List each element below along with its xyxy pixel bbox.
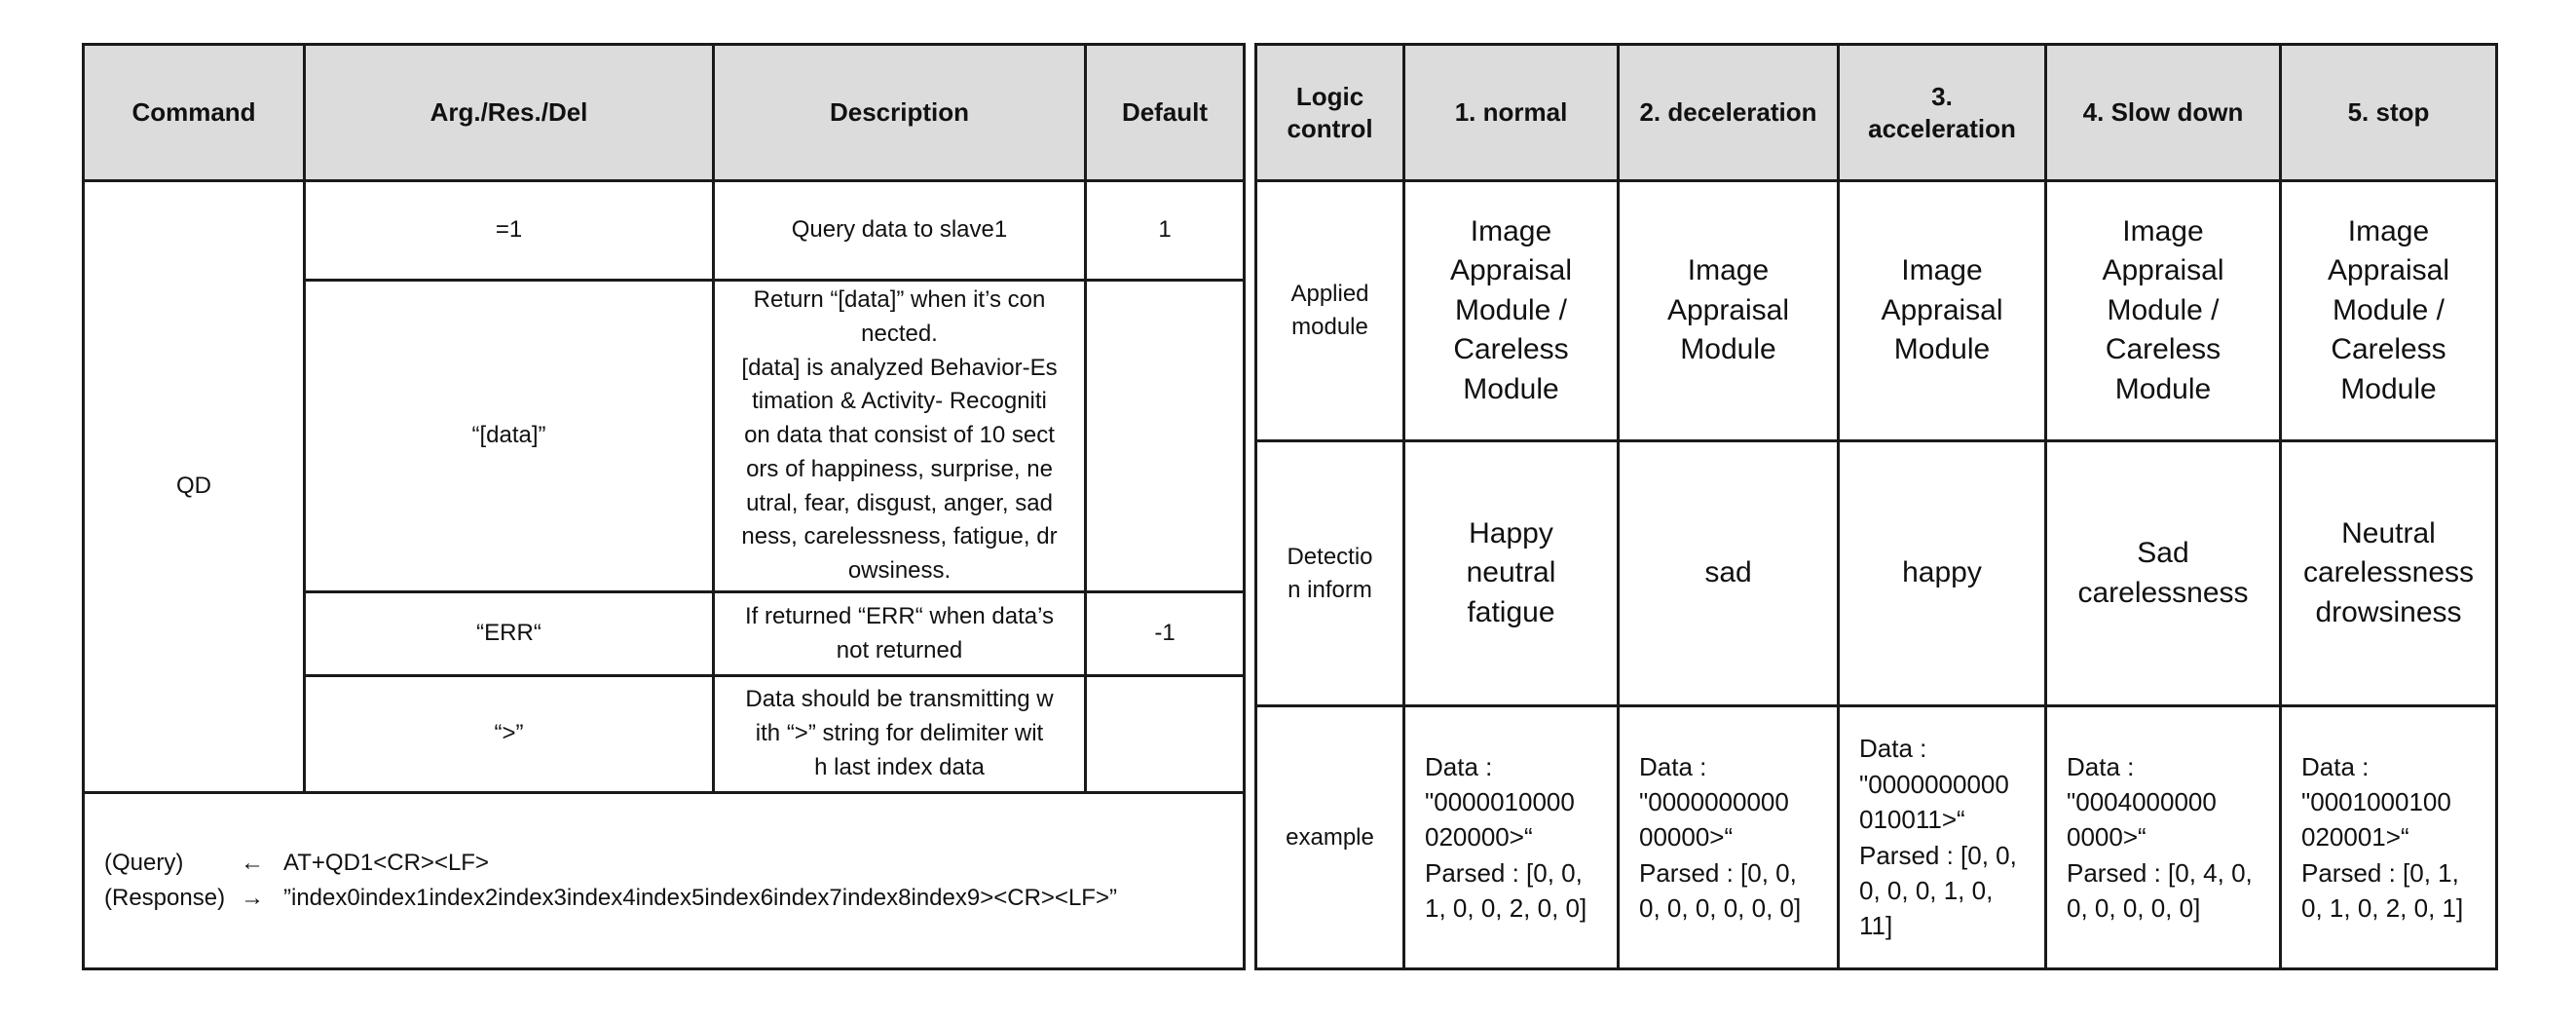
applied-module-cell: Image Appraisal Module / Careless Module [2044, 179, 2282, 442]
row-label-applied-module: Applied module [1254, 179, 1405, 442]
example-cell: Data : "0000000000 010011>“ Parsed : [0,… [1837, 704, 2047, 970]
row-label-detection-inform: Detectio n inform [1254, 439, 1405, 707]
default-cell [1084, 279, 1246, 593]
header-arg: Arg./Res./Del [303, 43, 715, 182]
query-line: (Query) ← AT+QD1<CR><LF> [104, 846, 1243, 881]
table-row: Detectio n inform Happy neutral fatigue … [1254, 439, 2498, 707]
header-default: Default [1084, 43, 1246, 182]
query-label: (Query) [104, 850, 184, 876]
header-logic-control: Logic control [1254, 43, 1405, 182]
header-slow-down: 4. Slow down [2044, 43, 2282, 182]
applied-module-cell: Image Appraisal Module / Careless Module [2279, 179, 2498, 442]
example-cell: Data : "0000010000 020000>“ Parsed : [0,… [1402, 704, 1620, 970]
table-row: QD =1 Query data to slave1 1 [82, 179, 1246, 794]
table-row: “>” Data should be transmitting w ith “>… [84, 674, 1246, 794]
header-command: Command [82, 43, 306, 182]
default-cell: -1 [1084, 590, 1246, 677]
detection-cell: Sad carelessness [2044, 439, 2282, 707]
header-stop: 5. stop [2279, 43, 2498, 182]
table-row: “[data]” Return “[data]” when it’s con n… [84, 279, 1246, 593]
query-text: AT+QD1<CR><LF> [283, 850, 489, 876]
table-row: example Data : "0000010000 020000>“ Pars… [1254, 704, 2498, 970]
applied-module-cell: Image Appraisal Module / Careless Module [1402, 179, 1620, 442]
response-text: ”index0index1index2index3index4index5ind… [283, 885, 1117, 911]
description-cell: Return “[data]” when it’s con nected. [d… [712, 279, 1087, 593]
command-table: Command Arg./Res./Del Description Defaul… [82, 43, 1246, 970]
header-description: Description [712, 43, 1087, 182]
description-cell: Query data to slave1 [712, 179, 1087, 282]
example-cell: Data : "0000000000 00000>“ Parsed : [0, … [1617, 704, 1840, 970]
table-row: Applied module Image Appraisal Module / … [1254, 179, 2498, 442]
response-line: (Response) → ”index0index1index2index3in… [104, 881, 1243, 916]
default-cell [1084, 674, 1246, 794]
row-label-example: example [1254, 704, 1405, 970]
logic-control-table: Logic control 1. normal 2. deceleration … [1254, 43, 2498, 970]
example-cell: Data : "0004000000 0000>“ Parsed : [0, 4… [2044, 704, 2282, 970]
example-cell: Data : "0001000100 020001>“ Parsed : [0,… [2279, 704, 2498, 970]
header-normal: 1. normal [1402, 43, 1620, 182]
detection-cell: Neutral carelessness drowsiness [2279, 439, 2498, 707]
header-deceleration: 2. deceleration [1617, 43, 1840, 182]
usage-example: (Query) ← AT+QD1<CR><LF> (Response) → ”i… [82, 791, 1246, 970]
left-arrow-icon: ← [241, 850, 264, 876]
description-cell: If returned “ERR“ when data’s not return… [712, 590, 1087, 677]
default-cell: 1 [1084, 179, 1246, 282]
right-arrow-icon: → [241, 885, 264, 911]
table-row: “ERR“ If returned “ERR“ when data’s not … [84, 590, 1246, 677]
applied-module-cell: Image Appraisal Module [1617, 179, 1840, 442]
applied-module-cell: Image Appraisal Module [1837, 179, 2047, 442]
detection-cell: Happy neutral fatigue [1402, 439, 1620, 707]
arg-cell: “ERR“ [303, 590, 715, 677]
command-name: QD [82, 179, 306, 794]
description-cell: Data should be transmitting w ith “>” st… [712, 674, 1087, 794]
arg-cell: =1 [303, 179, 715, 282]
detection-cell: happy [1837, 439, 2047, 707]
response-label: (Response) [104, 885, 226, 911]
arg-cell: “>” [303, 674, 715, 794]
arg-cell: “[data]” [303, 279, 715, 593]
detection-cell: sad [1617, 439, 1840, 707]
header-acceleration: 3. acceleration [1837, 43, 2047, 182]
